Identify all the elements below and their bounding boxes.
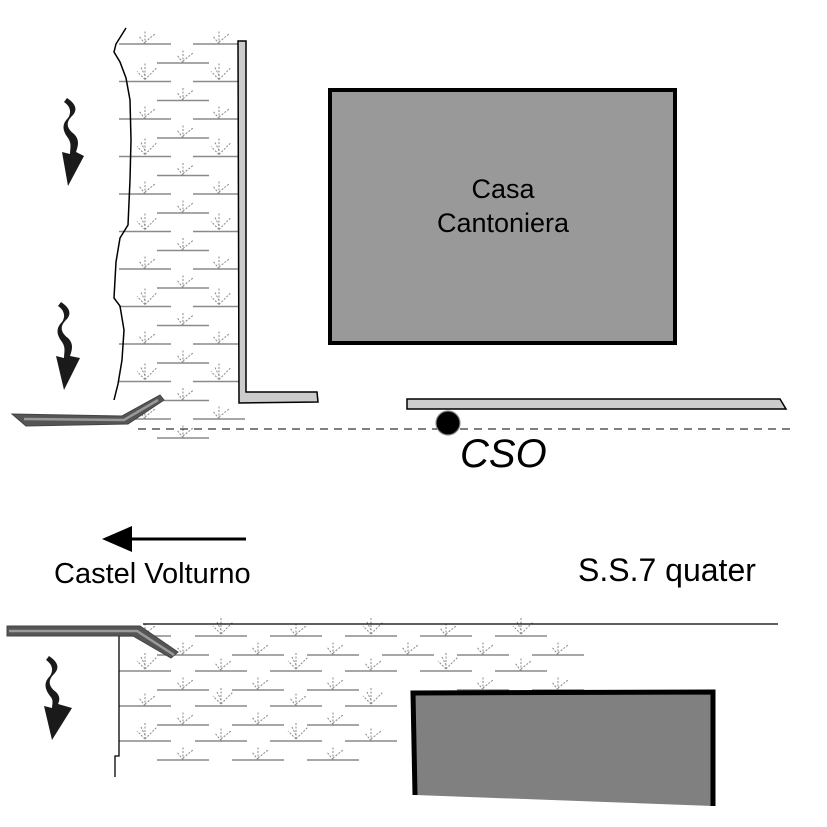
vegetation-tuft bbox=[156, 273, 210, 289]
vegetation-tuft bbox=[192, 104, 246, 120]
vegetation-tuft bbox=[344, 617, 398, 637]
building-bottom bbox=[413, 692, 713, 806]
building-bottom-border bbox=[410, 689, 716, 806]
vegetation-tuft bbox=[192, 62, 246, 83]
vegetation-tuft bbox=[118, 652, 172, 672]
flow-arrow-icon bbox=[44, 656, 72, 740]
vegetation-tuft bbox=[118, 179, 172, 195]
arrow-left-icon bbox=[102, 526, 246, 552]
vegetation-tuft bbox=[118, 362, 172, 383]
vegetation-tuft bbox=[231, 675, 285, 691]
vegetation-tuft bbox=[494, 656, 548, 672]
vegetation-tuft bbox=[269, 652, 323, 672]
vegetation-tuft bbox=[192, 179, 246, 195]
direction-label: Castel Volturno bbox=[54, 558, 251, 590]
vegetation-tuft bbox=[192, 29, 246, 45]
vegetation-tuft bbox=[194, 726, 248, 742]
vegetation-tuft bbox=[194, 687, 248, 707]
building-name-line1: Casa bbox=[471, 174, 535, 204]
vegetation-tuft bbox=[456, 675, 510, 691]
vegetation-tuft bbox=[118, 691, 172, 707]
wall-l-shape bbox=[237, 40, 319, 404]
vegetation-tuft bbox=[156, 85, 210, 102]
vegetation-tuft bbox=[269, 722, 323, 742]
vegetation-tuft bbox=[192, 287, 246, 308]
pipe-outfall-bottom bbox=[6, 625, 179, 659]
vegetation-tuft bbox=[231, 640, 285, 656]
pipe-outfall-top-inner bbox=[23, 398, 159, 422]
vegetation-tuft bbox=[194, 656, 248, 672]
vegetation-tuft bbox=[344, 726, 398, 742]
vegetation-tuft bbox=[156, 48, 210, 64]
wall-horizontal bbox=[406, 398, 788, 410]
vegetation-tuft bbox=[118, 329, 172, 345]
vegetation-tuft bbox=[156, 423, 210, 439]
vegetation-tuft bbox=[494, 617, 548, 637]
vegetation-tuft bbox=[456, 640, 510, 656]
vegetation-tuft bbox=[118, 137, 172, 158]
cso-marker bbox=[435, 410, 461, 436]
vegetation-tuft bbox=[306, 745, 360, 761]
vegetation-tuft bbox=[306, 640, 360, 656]
vegetation-tuft bbox=[118, 29, 172, 45]
bank-edge-top bbox=[113, 27, 132, 401]
vegetation-tuft bbox=[192, 362, 246, 383]
vegetation-area-top bbox=[118, 29, 246, 439]
vegetation-tuft bbox=[156, 198, 210, 214]
vegetation-tuft bbox=[156, 310, 210, 327]
vegetation-tuft bbox=[269, 691, 323, 707]
vegetation-tuft bbox=[192, 329, 246, 345]
vegetation-tuft bbox=[306, 710, 360, 726]
vegetation-tuft bbox=[156, 710, 210, 726]
flow-arrow-icon bbox=[62, 98, 84, 186]
vegetation-tuft bbox=[156, 348, 210, 364]
cso-label: CSO bbox=[460, 432, 547, 476]
vegetation-tuft bbox=[192, 212, 246, 233]
vegetation-tuft bbox=[344, 687, 398, 707]
vegetation-tuft bbox=[118, 287, 172, 308]
vegetation-tuft bbox=[156, 745, 210, 761]
vegetation-tuft bbox=[231, 745, 285, 761]
vegetation-tuft bbox=[531, 640, 585, 656]
vegetation-tuft bbox=[118, 212, 172, 233]
vegetation-tuft bbox=[194, 617, 248, 637]
vegetation-tuft bbox=[531, 675, 585, 691]
vegetation-tuft bbox=[192, 137, 246, 158]
vegetation-tuft bbox=[118, 722, 172, 742]
vegetation-tuft bbox=[156, 385, 210, 402]
road-label: S.S.7 quater bbox=[578, 552, 756, 588]
vegetation-tuft bbox=[118, 254, 172, 270]
vegetation-tuft bbox=[231, 710, 285, 726]
vegetation-tuft bbox=[192, 404, 246, 420]
vegetation-tuft bbox=[381, 640, 435, 656]
vegetation-tuft bbox=[344, 656, 398, 672]
vegetation-tuft bbox=[156, 160, 210, 177]
flow-arrow-icon bbox=[56, 302, 80, 390]
building-casa-cantoniera bbox=[328, 88, 677, 345]
vegetation-tuft bbox=[156, 235, 210, 252]
vegetation-tuft bbox=[306, 675, 360, 691]
vegetation-tuft bbox=[419, 652, 473, 672]
vegetation-tuft bbox=[192, 254, 246, 270]
building-label: Casa Cantoniera bbox=[330, 172, 676, 240]
vegetation-tuft bbox=[118, 104, 172, 120]
vegetation-tuft bbox=[156, 675, 210, 691]
pipe-outfall-bottom-inner bbox=[9, 629, 175, 657]
bank-edge-bottom bbox=[114, 636, 120, 777]
building-name-line2: Cantoniera bbox=[436, 208, 570, 238]
vegetation-tuft bbox=[156, 123, 210, 139]
